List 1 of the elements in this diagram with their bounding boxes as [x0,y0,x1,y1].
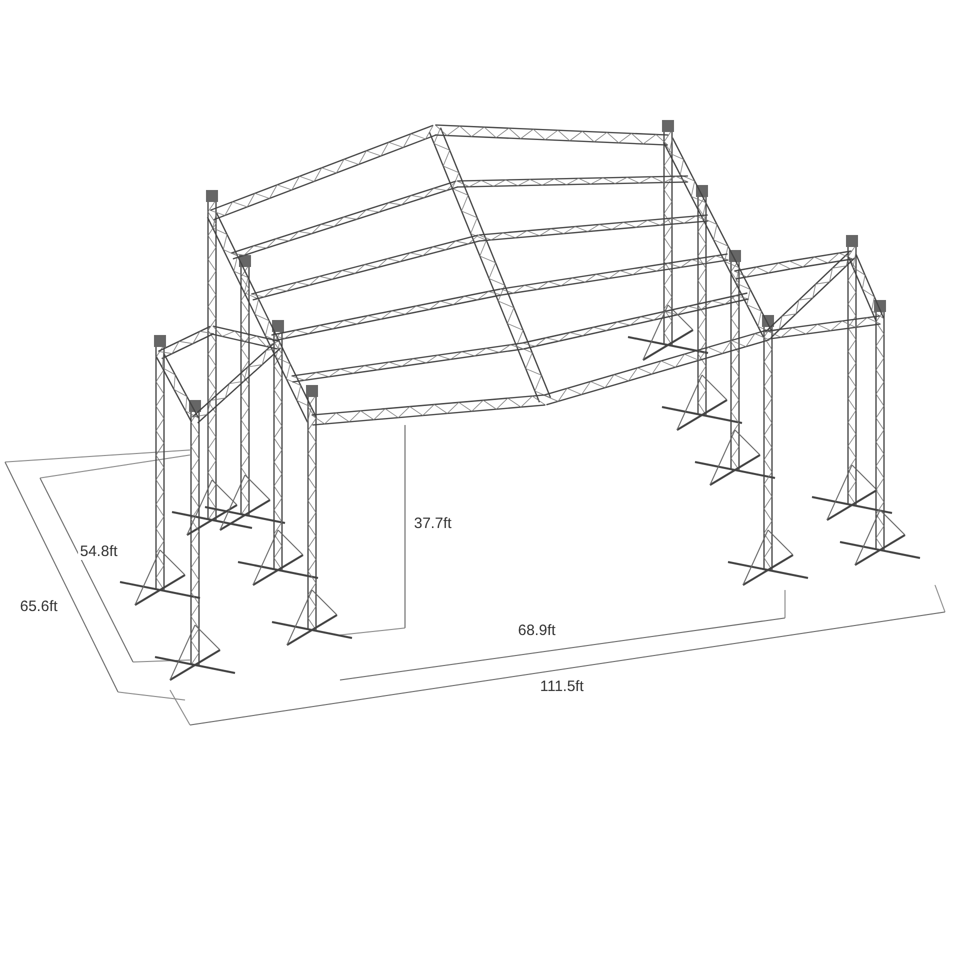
dimension-label: 54.8ft [78,543,120,560]
